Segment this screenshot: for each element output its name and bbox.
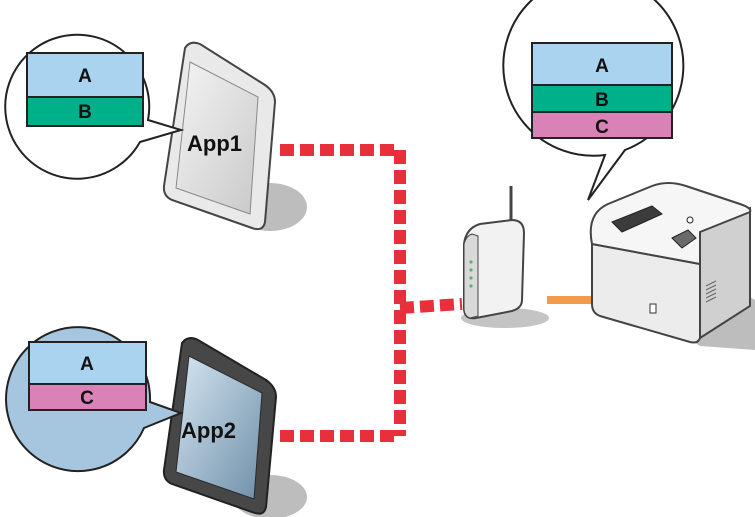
- block-b: [26, 96, 144, 127]
- app1-network-link: [280, 144, 406, 436]
- cover-lever: [671, 229, 697, 249]
- app2-bubble: A C: [5, 326, 184, 473]
- router-led: [469, 284, 473, 288]
- block-c-label: C: [595, 117, 609, 138]
- block-a: [531, 42, 673, 86]
- printer-bubble: A B C: [502, 0, 685, 201]
- block-c: [531, 111, 673, 139]
- receipt-printer: [589, 182, 755, 350]
- block-a: [28, 341, 147, 385]
- app1-label: App1: [187, 131, 242, 156]
- tablet-screen: [175, 61, 259, 215]
- printer-indicator: [649, 303, 657, 314]
- app2-label: App2: [181, 418, 236, 443]
- app1-bubble: A B: [4, 33, 185, 180]
- block-b-label: B: [595, 90, 609, 111]
- block-b: [531, 84, 673, 113]
- router-led: [469, 260, 473, 264]
- block-a-label: A: [78, 66, 92, 87]
- router-led: [469, 268, 473, 272]
- router-led: [469, 276, 473, 280]
- block-a-label: A: [80, 354, 94, 375]
- router-side: [463, 233, 479, 319]
- printer-front: [591, 242, 701, 344]
- tablet-app2: App2: [162, 337, 307, 517]
- power-button: [686, 216, 694, 224]
- router-network-link: [399, 298, 463, 314]
- paper-slot: [611, 205, 663, 233]
- tablet-screen: [175, 355, 263, 500]
- block-c-label: C: [80, 388, 94, 409]
- block-a: [26, 52, 144, 98]
- wireless-router: [461, 186, 549, 328]
- vent-grille: [705, 280, 717, 303]
- block-c: [28, 383, 147, 411]
- tablet-app1: App1: [162, 41, 307, 231]
- network-cables: [280, 144, 463, 442]
- block-a-label: A: [595, 56, 609, 77]
- block-b-label: B: [78, 102, 92, 123]
- printer-top: [589, 182, 752, 266]
